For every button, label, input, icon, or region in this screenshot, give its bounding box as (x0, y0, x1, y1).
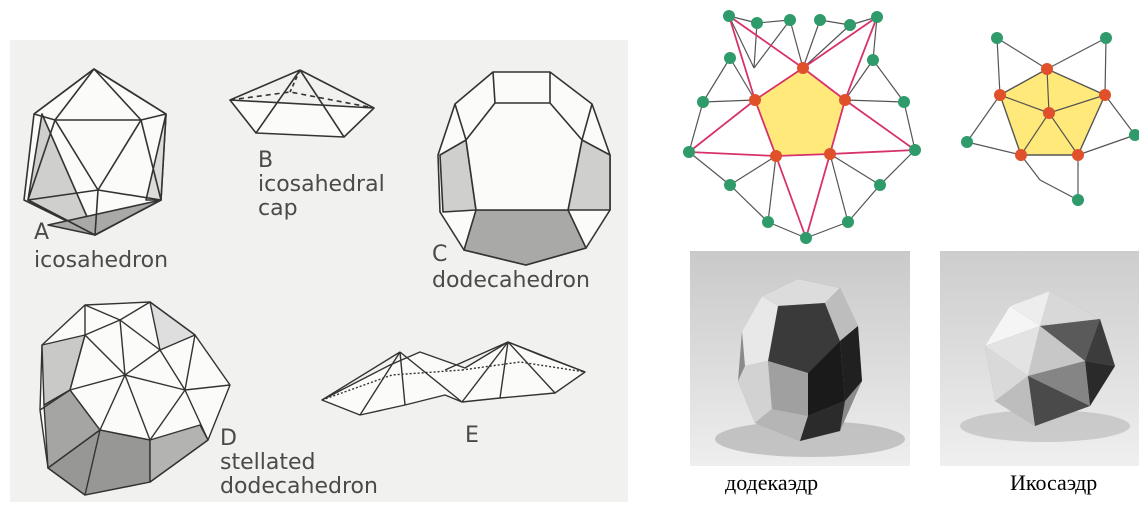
dodecahedron-photo (690, 251, 910, 466)
icosahedron-photo (940, 251, 1139, 466)
caption-icosahedron: Икосаэдр (1010, 470, 1097, 496)
caption-dodecahedron: додекаэдр (725, 470, 818, 496)
